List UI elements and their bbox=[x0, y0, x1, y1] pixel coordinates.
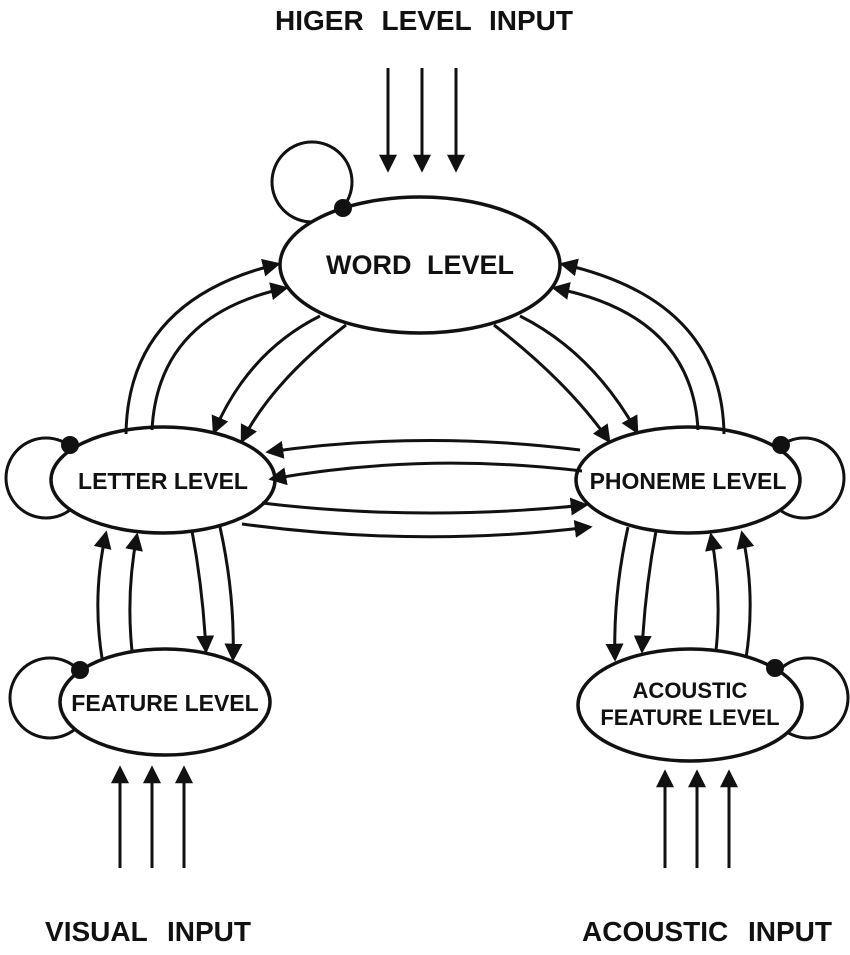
edges-word-letter bbox=[124, 258, 347, 444]
arrow-letter-to-phoneme-1 bbox=[261, 497, 589, 516]
word-level-label: WORD LEVEL bbox=[326, 250, 514, 280]
top-input-arrows bbox=[379, 68, 465, 173]
arrow-phoneme-to-word-2 bbox=[551, 282, 700, 431]
arrow-word-to-letter-1 bbox=[211, 314, 321, 435]
acoustic-input-arrows bbox=[656, 769, 738, 868]
acoustic-feature-level-label-line2: FEATURE LEVEL bbox=[600, 705, 779, 730]
arrow-phoneme-to-acoustic-1 bbox=[633, 530, 658, 654]
edges-word-phoneme bbox=[493, 258, 726, 444]
edges-letter-feature bbox=[93, 526, 243, 662]
feature-level-node bbox=[58, 647, 272, 757]
arrow-feature-to-letter-1 bbox=[93, 530, 112, 659]
phoneme-level-label: PHONEME LEVEL bbox=[590, 468, 787, 494]
letter-loop-dot bbox=[61, 436, 79, 454]
self-loop-dots bbox=[61, 199, 790, 679]
arrow-word-to-phoneme-2 bbox=[493, 323, 611, 444]
arrow-letter-to-word-1 bbox=[124, 258, 281, 435]
nodes bbox=[49, 195, 804, 763]
arrow-letter-to-feature-1 bbox=[190, 530, 215, 654]
phoneme-loop-dot bbox=[772, 436, 790, 454]
feature-level-label: FEATURE LEVEL bbox=[71, 690, 258, 716]
feature-loop-dot bbox=[71, 661, 89, 679]
edges-letter-phoneme bbox=[241, 439, 593, 539]
visual-input-arrows bbox=[111, 765, 193, 868]
acoustic-input-label: ACOUSTIC INPUT bbox=[582, 916, 832, 947]
arrow-phoneme-to-word-1 bbox=[559, 258, 726, 435]
higher-level-input-label: HIGER LEVEL INPUT bbox=[275, 5, 573, 36]
phoneme-level-node bbox=[574, 425, 802, 535]
visual-input-label: VISUAL INPUT bbox=[45, 916, 251, 947]
acoustic-feature-level-node bbox=[576, 647, 804, 763]
edges-phoneme-acoustic bbox=[605, 526, 755, 662]
arrow-acoustic-to-phoneme-1 bbox=[736, 530, 755, 659]
arrow-letter-to-feature-2 bbox=[218, 526, 243, 662]
acoustic-loop-dot bbox=[766, 659, 784, 677]
arrow-letter-to-word-2 bbox=[150, 282, 289, 431]
arrow-phoneme-to-letter-2 bbox=[268, 461, 583, 486]
arrow-feature-to-letter-2 bbox=[125, 532, 143, 652]
arrow-phoneme-to-acoustic-2 bbox=[605, 526, 630, 662]
arrow-letter-to-phoneme-2 bbox=[241, 519, 593, 539]
arrow-word-to-letter-2 bbox=[240, 323, 347, 444]
arrow-word-to-phoneme-1 bbox=[519, 314, 639, 435]
word-loop-dot bbox=[334, 199, 352, 217]
letter-level-label: LETTER LEVEL bbox=[78, 468, 248, 494]
acoustic-feature-level-label-line1: ACOUSTIC bbox=[633, 678, 748, 703]
arrow-phoneme-to-letter-1 bbox=[265, 439, 581, 459]
arrow-acoustic-to-phoneme-2 bbox=[705, 532, 723, 652]
